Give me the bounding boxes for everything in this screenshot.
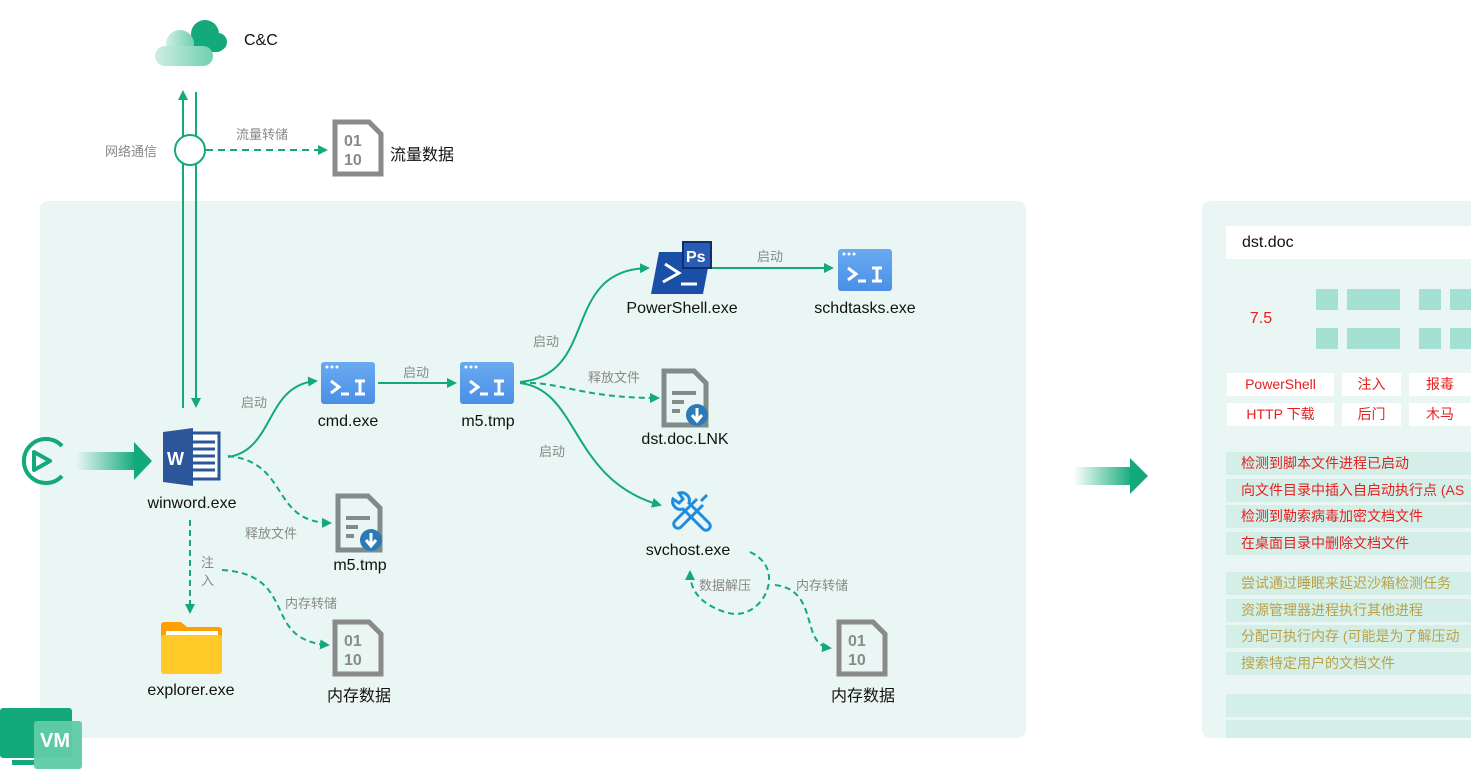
medium-risk-item[interactable]: 分配可执行内存 (可能是为了解压动 xyxy=(1226,625,1471,648)
edge-label-start: 启动 xyxy=(539,444,566,459)
placeholder-bar xyxy=(1450,328,1471,349)
node-schdtasks[interactable]: schdtasks.exe xyxy=(814,300,916,317)
medium-risk-item[interactable]: 资源管理器进程执行其他进程 xyxy=(1226,599,1471,622)
folder-icon xyxy=(161,622,222,674)
high-risk-item[interactable]: 向文件目录中插入自启动执行点 (AS xyxy=(1226,479,1471,502)
placeholder-bar xyxy=(1316,289,1338,310)
node-m5-file[interactable]: m5.tmp xyxy=(333,557,387,574)
vm-icon xyxy=(0,708,82,769)
tag-http-download[interactable]: HTTP 下载 xyxy=(1227,403,1334,426)
edge-label-start: 启动 xyxy=(403,365,430,380)
report-title: dst.doc xyxy=(1226,226,1471,259)
memory-data-icon: 01 10 xyxy=(836,619,888,677)
traffic-data-icon: 01 10 xyxy=(332,119,384,177)
terminal-icon xyxy=(460,362,514,404)
edge-label-start: 启动 xyxy=(241,395,268,410)
edge-label-inject-1: 注 xyxy=(201,555,215,570)
svg-text:01: 01 xyxy=(344,133,362,150)
node-dst-lnk[interactable]: dst.doc.LNK xyxy=(641,431,729,448)
tag-trojan[interactable]: 木马 xyxy=(1409,403,1471,426)
terminal-icon xyxy=(321,362,375,404)
tools-icon xyxy=(671,491,712,532)
svg-text:10: 10 xyxy=(848,652,866,669)
entry-arrow xyxy=(76,442,152,480)
powershell-icon: Ps xyxy=(651,241,712,294)
medium-risk-item[interactable]: 搜索特定用户的文档文件 xyxy=(1226,652,1471,675)
result-arrow xyxy=(1073,458,1148,494)
svg-text:Ps: Ps xyxy=(686,249,706,266)
svg-text:W: W xyxy=(167,449,184,469)
traffic-dump-label: 流量转储 xyxy=(236,127,289,142)
network-tap-node xyxy=(174,134,206,166)
svg-text:01: 01 xyxy=(848,633,866,650)
placeholder-bar xyxy=(1347,328,1400,349)
memory-data-icon: 01 10 xyxy=(332,619,384,677)
node-cmd[interactable]: cmd.exe xyxy=(317,413,379,430)
edge-label-start: 启动 xyxy=(533,334,560,349)
svg-text:01: 01 xyxy=(344,633,362,650)
file-download-icon xyxy=(335,493,383,553)
high-risk-item[interactable]: 在桌面目录中删除文档文件 xyxy=(1226,532,1471,555)
tag-powershell[interactable]: PowerShell xyxy=(1227,373,1334,396)
score-value: 7.5 xyxy=(1249,310,1273,327)
terminal-icon xyxy=(838,249,892,291)
word-icon: W xyxy=(163,428,221,486)
cloud-icon xyxy=(155,20,227,66)
process-edges xyxy=(185,263,834,653)
network-comm-label: 网络通信 xyxy=(105,144,158,159)
node-m5-process[interactable]: m5.tmp xyxy=(461,413,515,430)
edge-label-inject-2: 入 xyxy=(201,573,215,588)
edge-label-release: 释放文件 xyxy=(588,370,641,385)
play-icon[interactable] xyxy=(21,437,64,485)
tag-av-detected[interactable]: 报毒 xyxy=(1409,373,1471,396)
placeholder-bar xyxy=(1419,328,1441,349)
high-risk-item[interactable]: 检测到脚本文件进程已启动 xyxy=(1226,452,1471,475)
edge-label-memdump: 内存转储 xyxy=(796,578,849,593)
empty-row xyxy=(1226,720,1471,738)
node-memory-data-2[interactable]: 内存数据 xyxy=(830,688,896,705)
file-download-icon xyxy=(661,368,709,428)
placeholder-bar xyxy=(1450,289,1471,310)
tag-backdoor[interactable]: 后门 xyxy=(1342,403,1401,426)
edge-label-start: 启动 xyxy=(757,249,784,264)
empty-row xyxy=(1226,694,1471,717)
node-winword[interactable]: winword.exe xyxy=(147,495,237,512)
placeholder-bar xyxy=(1347,289,1400,310)
node-explorer[interactable]: explorer.exe xyxy=(147,682,235,699)
tag-injection[interactable]: 注入 xyxy=(1342,373,1401,396)
edge-label-decompress: 数据解压 xyxy=(699,578,752,593)
edge-label-release: 释放文件 xyxy=(245,526,298,541)
medium-risk-item[interactable]: 尝试通过睡眠来延迟沙箱检测任务 xyxy=(1226,572,1471,595)
edge-label-memdump: 内存转储 xyxy=(285,596,338,611)
high-risk-item[interactable]: 检测到勒索病毒加密文档文件 xyxy=(1226,505,1471,528)
node-svchost[interactable]: svchost.exe xyxy=(645,542,731,559)
placeholder-bar xyxy=(1419,289,1441,310)
node-memory-data-1[interactable]: 内存数据 xyxy=(326,688,392,705)
svg-text:10: 10 xyxy=(344,152,362,169)
traffic-data-label: 流量数据 xyxy=(390,147,455,164)
node-powershell[interactable]: PowerShell.exe xyxy=(626,300,738,317)
vm-badge-label: VM xyxy=(40,730,70,752)
svg-text:10: 10 xyxy=(344,652,362,669)
placeholder-bar xyxy=(1316,328,1338,349)
network-links xyxy=(174,90,328,408)
cnc-label: C&C xyxy=(244,32,278,49)
